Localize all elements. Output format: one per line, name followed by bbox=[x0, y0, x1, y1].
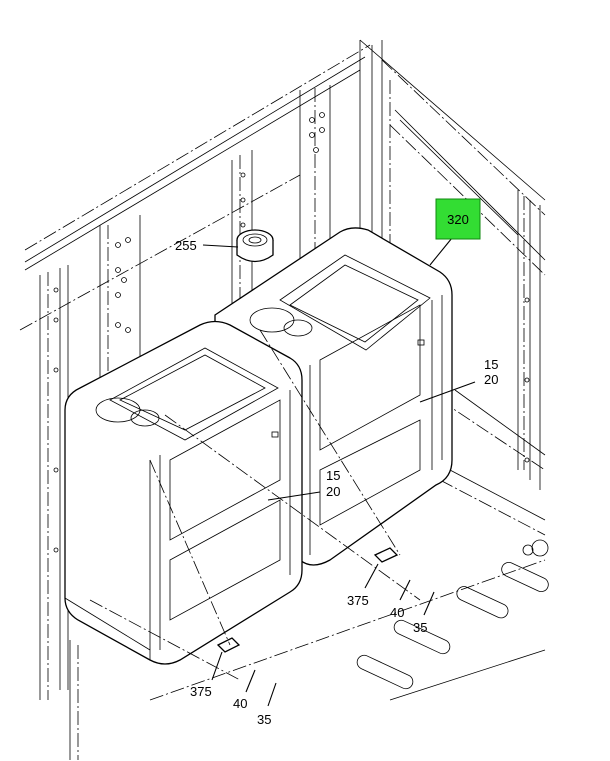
frame-holes bbox=[53, 112, 530, 553]
cap-part bbox=[236, 229, 274, 263]
centerline-right bbox=[259, 329, 401, 556]
callout-20-right[interactable]: 20 bbox=[484, 372, 498, 387]
callout-40-right[interactable]: 40 bbox=[390, 605, 404, 620]
callout-35-right[interactable]: 35 bbox=[413, 620, 427, 635]
front-storage-tank bbox=[64, 320, 303, 665]
centerline-left bbox=[89, 599, 241, 681]
callout-375-left[interactable]: 375 bbox=[190, 684, 212, 699]
callout-15-right[interactable]: 15 bbox=[484, 357, 498, 372]
centerline-right-lower bbox=[164, 414, 421, 601]
callout-320-label[interactable]: 320 bbox=[447, 212, 469, 227]
left-bracket bbox=[216, 637, 241, 653]
callout-320-highlight[interactable] bbox=[435, 198, 481, 240]
callout-255[interactable]: 255 bbox=[175, 238, 197, 253]
callout-15-left[interactable]: 15 bbox=[326, 468, 340, 483]
right-bracket bbox=[373, 547, 399, 563]
callout-20-left[interactable]: 20 bbox=[326, 484, 340, 499]
callout-35-left[interactable]: 35 bbox=[257, 712, 271, 727]
leader-lines bbox=[202, 237, 476, 707]
centerline-left-lower bbox=[149, 459, 231, 646]
callout-40-left[interactable]: 40 bbox=[233, 696, 247, 711]
callout-375-right[interactable]: 375 bbox=[347, 593, 369, 608]
